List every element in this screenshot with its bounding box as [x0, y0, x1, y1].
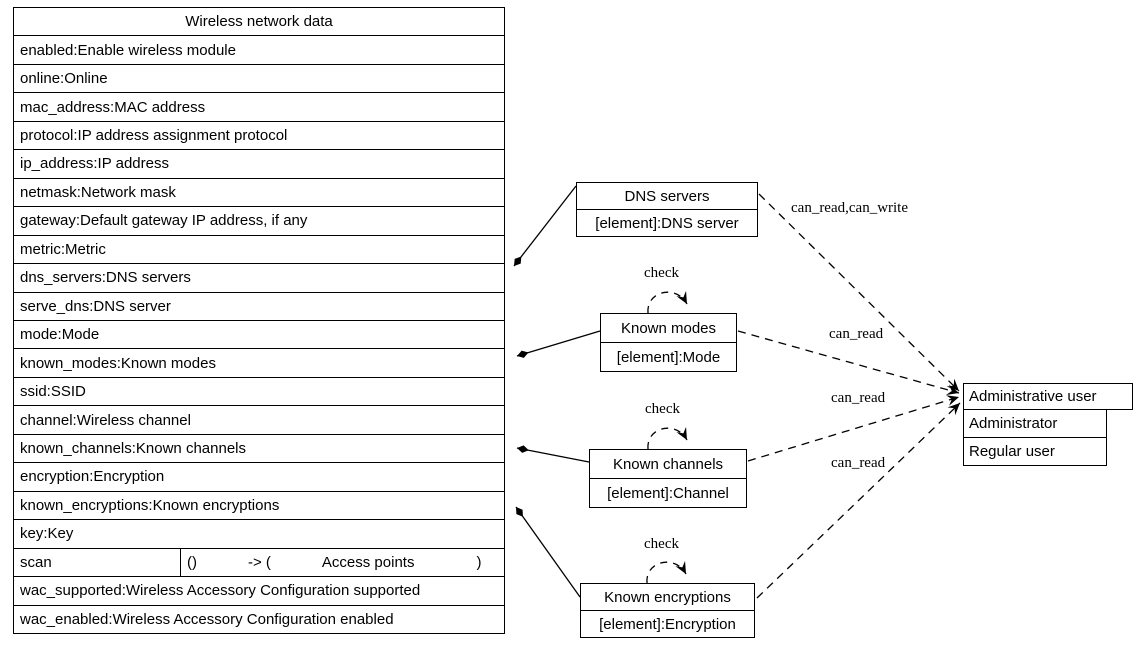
known-encryptions-node: Known encryptions [element]:Encryption	[580, 583, 755, 638]
method-params: ()	[187, 553, 197, 571]
attribute-row-gateway: gateway:Default gateway IP address, if a…	[14, 207, 504, 236]
attribute-row-ssid: ssid:SSID	[14, 378, 504, 407]
dns-servers-node-title: DNS servers	[577, 183, 757, 210]
method-row-scan: scan () -> ( Access points )	[14, 548, 504, 578]
method-return-type: Access points	[321, 553, 415, 571]
check-self-loop-known-encryptions	[646, 560, 687, 584]
class-title: Wireless network data	[14, 8, 504, 37]
attribute-row-known-channels: known_channels:Known channels	[14, 435, 504, 464]
composition-edge-known-encryptions	[515, 506, 581, 598]
composition-edge-known-channels	[516, 445, 590, 463]
attribute-row-mac-address: mac_address:MAC address	[14, 93, 504, 122]
method-name: scan	[14, 548, 181, 577]
permission-edge-known-encryptions	[756, 402, 961, 599]
edge-label-can-read-encryptions: can_read	[831, 455, 886, 471]
known-channels-node-element: [element]:Channel	[607, 484, 729, 502]
administrative-user-node-title: Administrative user	[963, 383, 1133, 410]
attribute-row-wac-supported: wac_supported:Wireless Accessory Configu…	[14, 577, 504, 606]
edge-label-can-read-modes: can_read	[829, 326, 884, 342]
attribute-row-channel: channel:Wireless channel	[14, 406, 504, 435]
check-self-loop-known-modes	[647, 290, 688, 314]
attribute-row-enabled: enabled:Enable wireless module	[14, 36, 504, 65]
attribute-row-key: key:Key	[14, 520, 504, 549]
attribute-row-online: online:Online	[14, 65, 504, 94]
known-channels-node: Known channels [element]:Channel	[589, 449, 747, 508]
composition-edge-dns-servers	[513, 185, 577, 267]
attribute-row-ip-address: ip_address:IP address	[14, 150, 504, 179]
known-encryptions-node-title: Known encryptions	[581, 584, 754, 611]
known-channels-node-title: Known channels	[590, 450, 746, 479]
attribute-row-encryption: encryption:Encryption	[14, 463, 504, 492]
wireless-network-data-class: Wireless network data enabled:Enable wir…	[13, 7, 505, 634]
edge-label-check-encryptions: check	[644, 536, 679, 552]
edge-label-check-channels: check	[645, 401, 680, 417]
known-modes-node: Known modes [element]:Mode	[600, 313, 737, 372]
dns-servers-node: DNS servers [element]:DNS server	[576, 182, 758, 237]
edge-label-can-read-can-write: can_read,can_write	[791, 200, 909, 216]
attribute-row-known-modes: known_modes:Known modes	[14, 349, 504, 378]
attribute-row-serve-dns: serve_dns:DNS server	[14, 293, 504, 321]
dns-servers-node-element: [element]:DNS server	[595, 214, 739, 232]
method-signature: () -> ( Access points )	[181, 555, 481, 570]
attribute-row-metric: metric:Metric	[14, 236, 504, 265]
known-encryptions-node-element: [element]:Encryption	[599, 615, 736, 633]
check-self-loop-known-channels	[647, 426, 688, 450]
attribute-row-netmask: netmask:Network mask	[14, 179, 504, 208]
edge-label-can-read-channels: can_read	[831, 390, 886, 406]
composition-edge-known-modes	[516, 330, 601, 358]
known-modes-node-element: [element]:Mode	[616, 348, 721, 366]
attribute-row-dns-servers: dns_servers:DNS servers	[14, 264, 504, 293]
known-modes-node-title: Known modes	[601, 314, 736, 343]
administrative-user-role-administrator: Administrator	[963, 409, 1107, 438]
attribute-row-known-encryptions: known_encryptions:Known encryptions	[14, 492, 504, 521]
edge-label-check-modes: check	[644, 265, 679, 281]
attribute-row-mode: mode:Mode	[14, 321, 504, 350]
administrative-user-role-regular-user: Regular user	[963, 437, 1107, 466]
method-return-arrow: -> (	[248, 553, 271, 571]
attribute-row-protocol: protocol:IP address assignment protocol	[14, 122, 504, 151]
permission-edge-dns-servers	[758, 193, 960, 392]
method-return-close-paren: )	[476, 553, 482, 571]
attribute-row-wac-enabled: wac_enabled:Wireless Accessory Configura…	[20, 610, 394, 628]
permission-edge-known-channels	[747, 395, 960, 462]
